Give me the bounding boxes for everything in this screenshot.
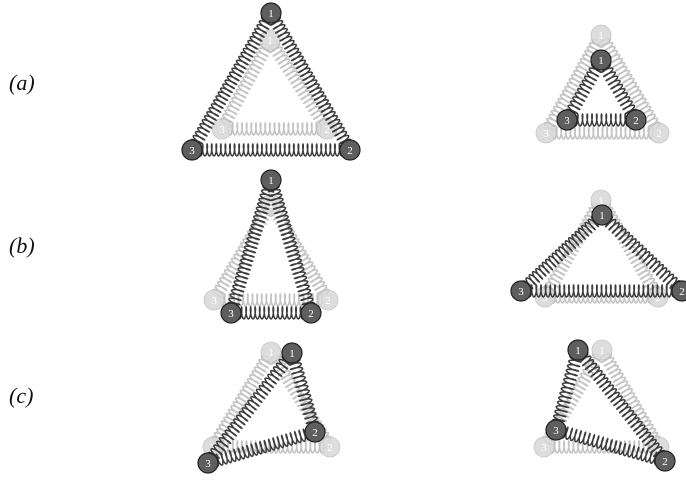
svg-text:1: 1 xyxy=(599,345,605,357)
svg-text:3: 3 xyxy=(553,425,559,437)
bead-2-c-right: 2 xyxy=(655,451,675,471)
bead-3-c-right: 3 xyxy=(546,420,566,440)
svg-text:1: 1 xyxy=(268,175,274,187)
svg-text:3: 3 xyxy=(219,124,225,136)
bead-2-a-right: 2 xyxy=(626,110,646,130)
ghost-bead-2-a-right: 2 xyxy=(649,123,669,143)
svg-text:1: 1 xyxy=(268,347,274,359)
svg-text:3: 3 xyxy=(189,145,195,157)
svg-text:1: 1 xyxy=(599,210,605,222)
svg-text:1: 1 xyxy=(289,348,295,360)
ghost-bead-2-b-left: 2 xyxy=(318,290,338,310)
bead-1-b-left: 1 xyxy=(261,170,281,190)
bead-2-c-left: 2 xyxy=(305,422,325,442)
bead-3-b-right: 3 xyxy=(511,281,531,301)
ghost-bead-1-a-right: 1 xyxy=(591,25,611,45)
svg-text:1: 1 xyxy=(598,55,604,67)
svg-text:2: 2 xyxy=(308,308,314,320)
ghost-bead-2-c-left: 2 xyxy=(320,437,340,457)
svg-text:1: 1 xyxy=(575,345,581,357)
bead-3-a-left: 3 xyxy=(182,140,202,160)
spring-3-1-a-right xyxy=(566,64,601,118)
svg-text:3: 3 xyxy=(541,442,547,454)
svg-text:3: 3 xyxy=(564,115,570,127)
ghost-bead-3-c-right: 3 xyxy=(534,437,554,457)
svg-text:2: 2 xyxy=(324,124,330,136)
bead-1-c-left: 1 xyxy=(282,343,302,363)
bead-1-a-left: 1 xyxy=(261,3,281,23)
svg-text:2: 2 xyxy=(347,145,353,157)
bead-1-a-right: 1 xyxy=(591,50,611,70)
ghost-bead-3-a-right: 3 xyxy=(536,123,556,143)
bead-1-b-right: 1 xyxy=(592,205,612,225)
bead-3-c-left: 3 xyxy=(198,453,218,473)
ghost-spring-3-1-c-left xyxy=(212,356,270,446)
bead-3-a-right: 3 xyxy=(557,110,577,130)
bead-2-b-right: 2 xyxy=(672,281,686,301)
ghost-bead-2-a-left: 2 xyxy=(317,119,337,139)
spring-2-3-b-left xyxy=(237,307,305,319)
svg-text:2: 2 xyxy=(633,115,639,127)
svg-text:2: 2 xyxy=(325,295,331,307)
spring-3-1-b-left xyxy=(228,185,274,309)
bead-1-c-right: 1 xyxy=(568,340,588,360)
svg-text:2: 2 xyxy=(679,286,685,298)
svg-text:1: 1 xyxy=(598,30,604,42)
bead-2-a-left: 2 xyxy=(340,140,360,160)
svg-text:3: 3 xyxy=(228,308,234,320)
spring-2-3-a-right xyxy=(573,114,630,126)
spring-1-2-c-left xyxy=(288,358,319,426)
svg-text:2: 2 xyxy=(312,427,318,439)
svg-text:3: 3 xyxy=(205,458,211,470)
spring-3-1-b-right xyxy=(523,216,599,291)
ghost-bead-3-a-left: 3 xyxy=(212,119,232,139)
svg-text:1: 1 xyxy=(268,8,274,20)
svg-text:3: 3 xyxy=(211,295,217,307)
ghost-spring-2-3-a-left xyxy=(228,123,321,135)
spring-1-2-b-right xyxy=(602,216,680,288)
svg-text:2: 2 xyxy=(662,456,668,468)
spring-1-2-b-left xyxy=(267,185,314,307)
spring-1-2-a-left xyxy=(269,17,351,145)
ghost-bead-1-c-left: 1 xyxy=(261,342,281,362)
svg-text:1: 1 xyxy=(267,35,273,47)
svg-text:3: 3 xyxy=(543,128,549,140)
bead-2-b-left: 2 xyxy=(301,303,321,323)
svg-text:3: 3 xyxy=(518,286,524,298)
bead-3-b-left: 3 xyxy=(221,303,241,323)
ghost-bead-3-b-left: 3 xyxy=(204,290,224,310)
svg-text:2: 2 xyxy=(656,128,662,140)
svg-text:2: 2 xyxy=(327,442,333,454)
spring-2-3-a-left xyxy=(198,144,344,156)
ghost-bead-1-c-right: 1 xyxy=(592,340,612,360)
